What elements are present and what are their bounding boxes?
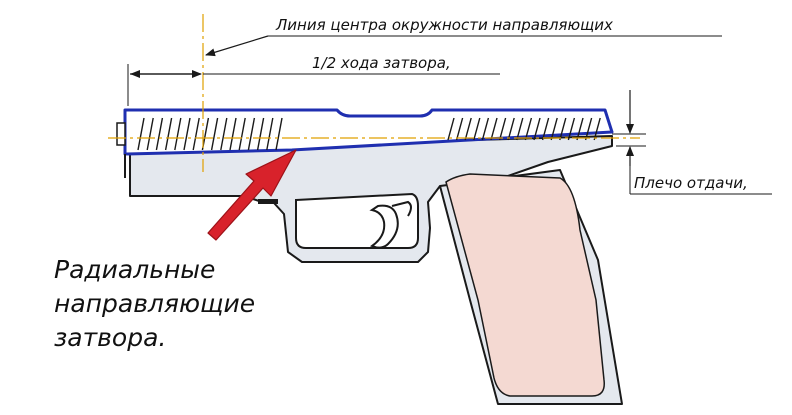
serration-line bbox=[275, 117, 283, 151]
serration-line bbox=[516, 117, 524, 141]
serration-line bbox=[229, 117, 237, 151]
radial-guides-label-line3: затвора. bbox=[54, 323, 166, 352]
serration-line bbox=[146, 117, 154, 151]
serration-line bbox=[498, 117, 507, 141]
serration-line bbox=[447, 117, 455, 141]
serration-line bbox=[584, 117, 593, 141]
serration-line bbox=[593, 117, 601, 141]
serration-line bbox=[567, 117, 576, 141]
serration-line bbox=[192, 117, 200, 151]
serration-line bbox=[266, 117, 274, 151]
serration-line bbox=[533, 117, 541, 141]
serration-line bbox=[524, 117, 533, 141]
serration-line bbox=[210, 117, 219, 151]
serration-line bbox=[541, 117, 550, 141]
half-stroke-label: 1/2 хода затвора, bbox=[312, 54, 451, 72]
muzzle bbox=[116, 122, 126, 146]
serration-line bbox=[507, 117, 515, 141]
recoil-arm-label: Плечо отдачи, bbox=[634, 174, 748, 192]
serration-line bbox=[247, 117, 256, 151]
serration-line bbox=[559, 117, 567, 141]
serration-line bbox=[174, 117, 182, 151]
radial-guides-label-line2: направляющие bbox=[54, 289, 255, 318]
guide-center-line-label: Линия центра окружности направляющих bbox=[275, 16, 613, 34]
serration-line bbox=[464, 117, 472, 141]
serration-line bbox=[155, 117, 164, 151]
serration-line bbox=[576, 117, 584, 141]
serration-line bbox=[455, 117, 464, 141]
serration-line bbox=[490, 117, 498, 141]
serration-line bbox=[238, 117, 246, 151]
serration-line bbox=[550, 117, 558, 141]
center-line-leader bbox=[205, 35, 269, 57]
trigger-guard-opening bbox=[295, 192, 419, 249]
serration-line bbox=[481, 117, 490, 141]
serration-line bbox=[256, 117, 265, 151]
serration-line bbox=[164, 117, 173, 151]
front-serrations bbox=[137, 117, 283, 151]
red-pointer-arrow bbox=[207, 149, 297, 241]
slide-stop-block bbox=[258, 199, 278, 204]
slide bbox=[123, 108, 614, 156]
rear-serrations bbox=[447, 117, 601, 141]
radial-guides-label-line1: Радиальные bbox=[54, 255, 215, 284]
serration-line bbox=[473, 117, 481, 141]
serration-line bbox=[183, 117, 191, 151]
trigger bbox=[369, 204, 399, 249]
serration-line bbox=[137, 117, 145, 151]
grip-panel bbox=[445, 173, 605, 397]
trigger-bar bbox=[391, 200, 412, 217]
serration-line bbox=[220, 117, 228, 151]
